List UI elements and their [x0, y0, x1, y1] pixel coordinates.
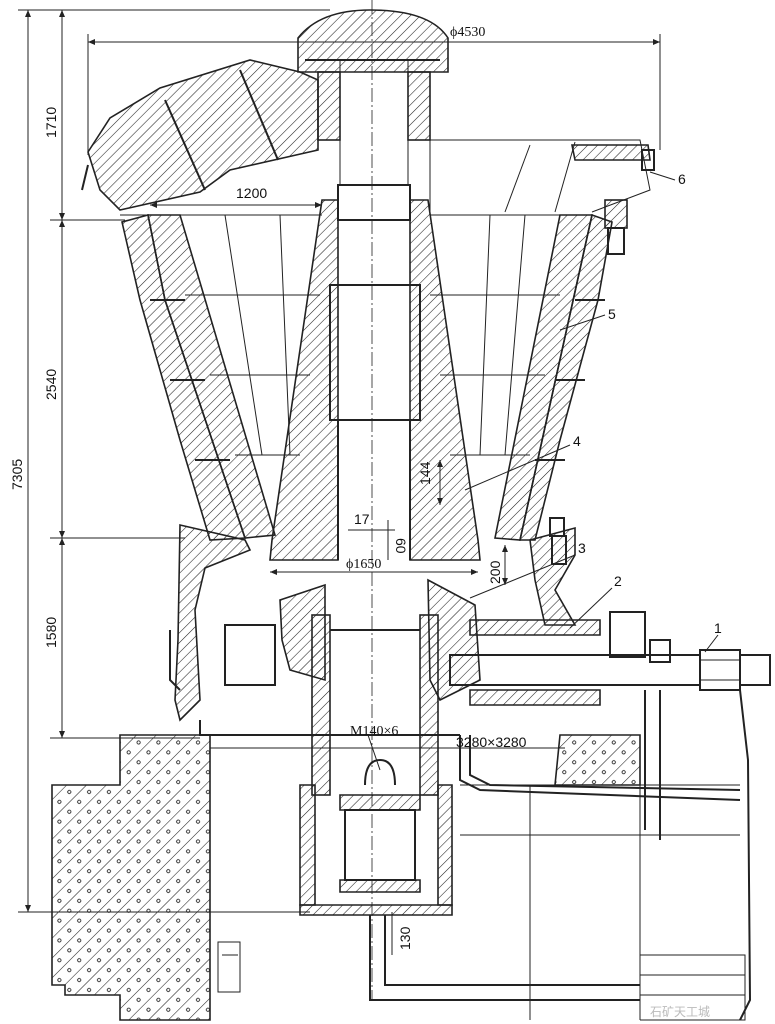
dim-thread: M140×6 [350, 724, 398, 739]
dim-eccentric-offset: 17 [354, 511, 370, 527]
part-label-2: 2 [614, 573, 622, 589]
dim-foundation-opening: 3280×3280 [456, 734, 527, 750]
dim-overall-height: 7305 [9, 459, 25, 490]
foundation [51, 689, 752, 1021]
dim-60: 60 [393, 538, 409, 554]
concave-left [121, 214, 277, 541]
dimension-lines [18, 9, 661, 955]
dim-mid-height: 2540 [43, 369, 59, 400]
top-cap [297, 9, 449, 186]
watermark: 石矿天工城 [650, 1005, 710, 1019]
mantle [269, 199, 481, 561]
chamber-lines [180, 214, 560, 456]
dim-200: 200 [487, 560, 503, 584]
concave-right [494, 213, 613, 541]
dim-top-height: 1710 [43, 107, 59, 138]
main-shaft [329, 184, 421, 560]
dim-low-height: 1580 [43, 617, 59, 648]
leader-lines [464, 171, 719, 653]
part-label-4: 4 [573, 433, 581, 449]
hydraulic-cylinder [299, 690, 741, 1001]
dim-130: 130 [397, 926, 413, 950]
main-frame [169, 517, 577, 736]
dim-spider-width: 1200 [236, 185, 267, 201]
part-label-1: 1 [714, 620, 722, 636]
labels: 7305 1710 2540 1580 ϕ4530 1200 ϕ1650 328… [9, 25, 722, 1019]
part-label-5: 5 [608, 306, 616, 322]
drive-shaft [449, 611, 771, 706]
part-label-6: 6 [678, 171, 686, 187]
dim-shaft-diameter: ϕ1650 [346, 557, 381, 572]
dim-144: 144 [417, 461, 433, 485]
dim-top-diameter: ϕ4530 [450, 25, 485, 40]
part-label-3: 3 [578, 540, 586, 556]
eccentric [279, 578, 481, 796]
